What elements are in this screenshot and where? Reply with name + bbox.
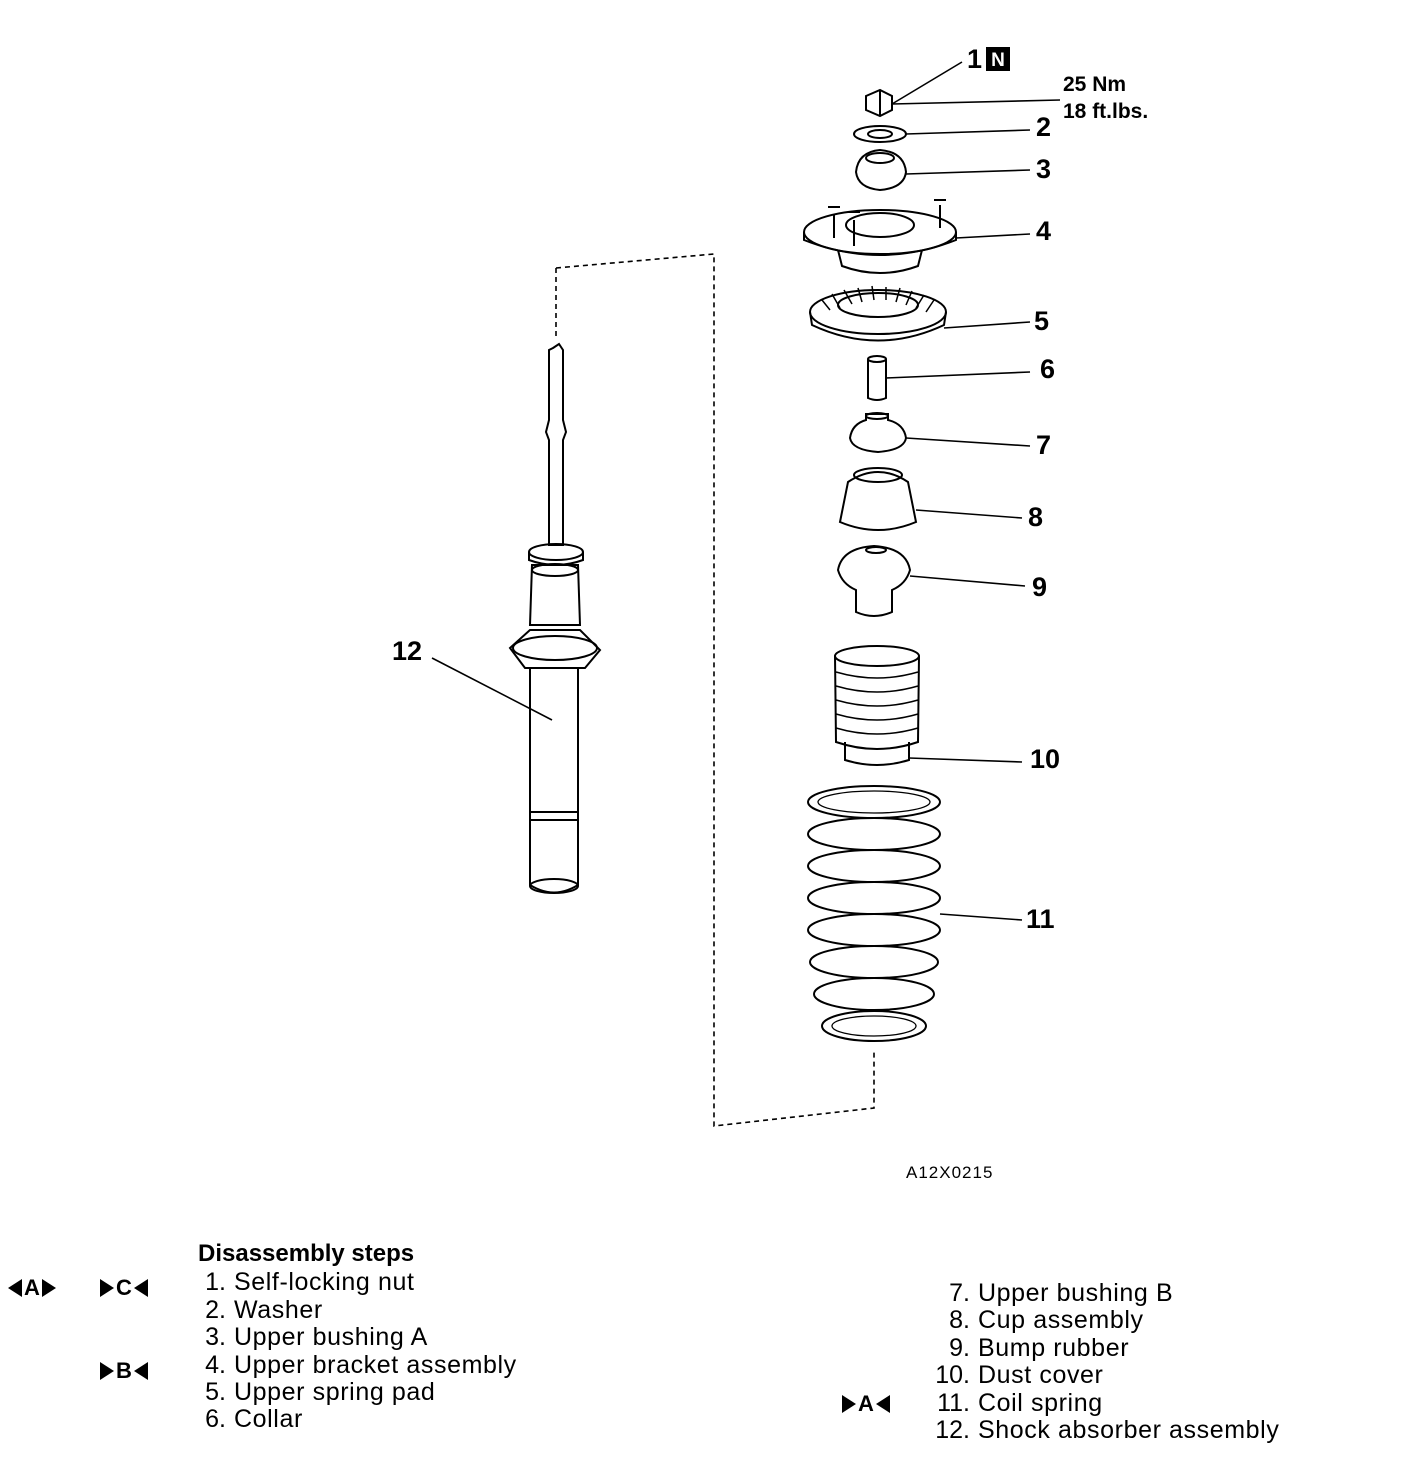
callout-2: 2 xyxy=(1036,112,1051,142)
marker-step1-c: C xyxy=(100,1274,148,1301)
step-item-8: 8. Cup assembly xyxy=(924,1306,1279,1335)
step-item-7: 7. Upper bushing B xyxy=(924,1279,1279,1307)
marker-step1-a: A xyxy=(8,1274,56,1301)
triangle-left-icon xyxy=(133,1361,148,1380)
callout-4: 4 xyxy=(1036,216,1051,246)
step-item-3: 3. Upper bushing A xyxy=(198,1323,517,1352)
step-number: 10. xyxy=(935,1361,970,1390)
step-item-4: 4. Upper bracket assembly xyxy=(198,1350,517,1379)
upper-bushing-b-part xyxy=(848,412,908,454)
step-number: 3. xyxy=(205,1323,226,1352)
callout-12: 12 xyxy=(392,636,422,666)
step-text: Upper bushing A xyxy=(234,1323,428,1352)
bump-rubber-part xyxy=(836,544,912,617)
step-item-2: 2. Washer xyxy=(198,1295,517,1324)
marker-step11-a: A xyxy=(842,1390,890,1417)
alignment-dashed-line xyxy=(555,253,875,1127)
new-part-badge-text: N xyxy=(991,50,1005,71)
step-number: 2. xyxy=(205,1295,226,1324)
callout-10: 10 xyxy=(1030,744,1060,774)
leader-lines xyxy=(431,61,1061,921)
cup-assembly-part xyxy=(838,467,918,531)
marker-letter: A xyxy=(24,1274,40,1300)
upper-spring-pad-part xyxy=(809,285,947,342)
step-text: Upper spring pad xyxy=(234,1377,436,1406)
triangle-right-icon xyxy=(100,1361,114,1380)
callout-6: 6 xyxy=(1040,354,1055,384)
marker-letter: B xyxy=(116,1357,132,1383)
step-number: 1. xyxy=(205,1268,226,1297)
step-text: Dust cover xyxy=(978,1361,1104,1390)
step-text: Washer xyxy=(234,1295,323,1324)
callout-11: 11 xyxy=(1026,904,1055,934)
figure-reference: A12X0215 xyxy=(906,1163,993,1182)
shock-absorber-part xyxy=(508,342,602,894)
triangle-left-icon xyxy=(133,1278,148,1297)
step-text: Upper bushing B xyxy=(978,1279,1174,1307)
callout-3: 3 xyxy=(1036,154,1051,184)
callout-1: 1 xyxy=(967,44,982,74)
upper-bushing-a-part xyxy=(854,148,908,192)
triangle-right-icon xyxy=(41,1278,56,1297)
disassembly-steps-left: Disassembly steps 1. Self-locking nut 2. W… xyxy=(198,1240,517,1434)
step-text: Upper bracket assembly xyxy=(234,1350,517,1379)
step-number: 4. xyxy=(205,1350,226,1379)
step-text: Self-locking nut xyxy=(234,1268,415,1297)
step-item-1: 1. Self-locking nut xyxy=(198,1268,517,1297)
step-number: 8. xyxy=(949,1306,970,1335)
triangle-right-icon xyxy=(100,1278,114,1297)
new-part-badge xyxy=(986,47,1010,71)
torque-metric: 25 Nm xyxy=(1063,73,1126,96)
step-item-10: 10. Dust cover xyxy=(924,1361,1279,1390)
step-text: Bump rubber xyxy=(978,1333,1130,1362)
disassembly-steps-right: 7. Upper bushing B 8. Cup assembly 9. Bump … xyxy=(924,1279,1280,1444)
step-number: 6. xyxy=(205,1405,226,1434)
marker-step4-b: B xyxy=(100,1357,148,1384)
washer-part xyxy=(853,125,907,143)
step-text: Collar xyxy=(234,1405,303,1434)
collar-part xyxy=(867,355,887,401)
triangle-left-icon xyxy=(8,1278,22,1297)
step-number: 5. xyxy=(205,1377,226,1406)
triangle-left-icon xyxy=(875,1394,890,1413)
marker-letter: A xyxy=(858,1390,874,1416)
self-locking-nut-part xyxy=(865,88,893,118)
step-item-6: 6. Collar xyxy=(198,1405,517,1434)
dust-cover-part xyxy=(834,645,920,766)
step-number: 9. xyxy=(949,1333,970,1362)
callout-9: 9 xyxy=(1032,572,1047,602)
callout-5: 5 xyxy=(1034,306,1049,336)
step-item-11: 11. Coil spring xyxy=(924,1388,1279,1417)
triangle-right-icon xyxy=(842,1394,856,1413)
step-text: Shock absorber assembly xyxy=(978,1415,1280,1444)
step-number: 12. xyxy=(935,1415,970,1444)
marker-letter: C xyxy=(116,1274,132,1300)
coil-spring-part xyxy=(807,785,941,1042)
step-item-12: 12. Shock absorber assembly xyxy=(924,1415,1280,1444)
upper-bracket-part xyxy=(803,199,957,274)
step-item-9: 9. Bump rubber xyxy=(924,1333,1279,1362)
step-item-5: 5. Upper spring pad xyxy=(198,1377,517,1406)
step-text: Coil spring xyxy=(978,1388,1103,1417)
steps-title: Disassembly steps xyxy=(198,1240,415,1267)
step-number: 7. xyxy=(949,1279,970,1307)
callout-8: 8 xyxy=(1028,502,1043,532)
exploded-strut-diagram: 1 N 25 Nm 18 ft.lbs. 2 3 4 5 6 7 8 9 10 … xyxy=(392,44,1148,1182)
callout-7: 7 xyxy=(1036,430,1051,460)
step-text: Cup assembly xyxy=(978,1306,1144,1335)
torque-imperial: 18 ft.lbs. xyxy=(1063,100,1148,123)
step-number: 11. xyxy=(937,1388,970,1417)
